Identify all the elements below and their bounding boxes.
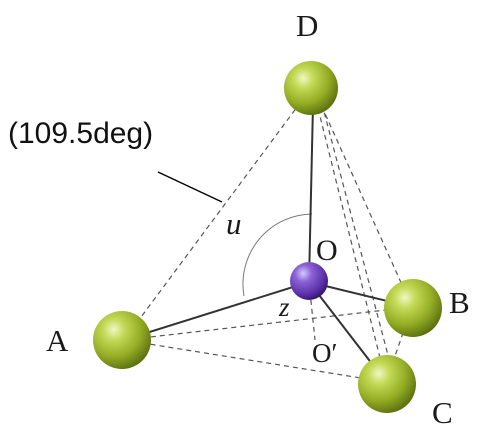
label-d: D [296,8,318,43]
edge-d-c [315,99,387,383]
label-a: A [46,323,69,358]
angle-arc-u [242,213,313,297]
label-c: C [432,395,453,430]
label-angle-u: u [226,206,242,241]
label-o-prime: O′ [312,338,337,368]
tetrahedron-edges [123,94,413,383]
edge-d-b [317,97,413,308]
angle-annotation: (109.5deg) [8,117,153,150]
label-length-z: z [278,292,290,322]
edge-a-b [123,306,413,341]
annotation-pointer [157,171,223,203]
sphere-a [93,311,151,369]
sphere-c [358,355,416,413]
bond-o-d [308,104,314,283]
sphere-d [284,61,338,115]
sphere-b [384,279,442,337]
label-b: B [449,285,470,320]
edge-d-a [123,94,307,341]
sphere-o [290,262,328,300]
label-o: O [316,234,338,267]
edge-d-c-inner [321,103,395,379]
edge-a-c [123,339,387,383]
bond-o-a [123,281,310,341]
